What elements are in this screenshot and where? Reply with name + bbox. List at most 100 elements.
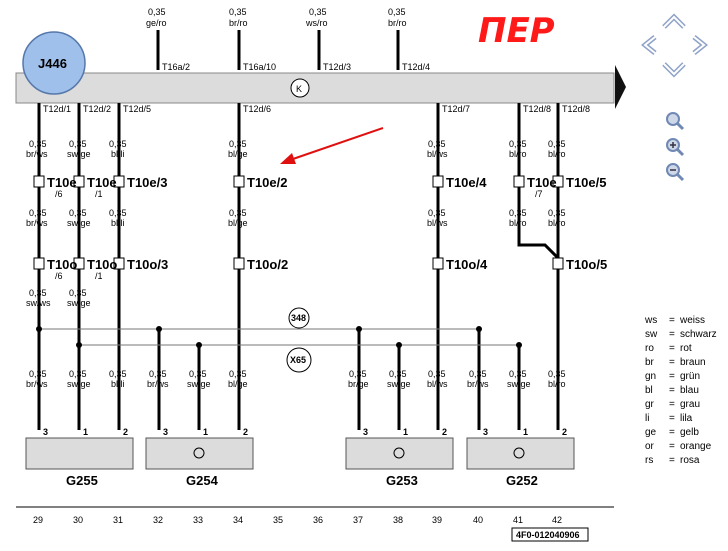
svg-text:braun: braun [680, 357, 706, 368]
svg-text:=: = [669, 371, 675, 382]
svg-text:bl/ro: bl/ro [509, 149, 527, 159]
svg-text:T10o/3: T10o/3 [127, 257, 168, 272]
svg-text:0,35: 0,35 [428, 369, 446, 379]
connector-label: T12d/4 [402, 62, 430, 72]
svg-text:0,35: 0,35 [69, 139, 87, 149]
svg-text:rs: rs [645, 455, 653, 466]
svg-text:sw/ws: sw/ws [26, 298, 51, 308]
svg-text:1: 1 [83, 427, 88, 437]
pan-left-icon[interactable] [640, 35, 657, 55]
svg-text:=: = [669, 413, 675, 424]
svg-text:ro: ro [645, 343, 654, 354]
svg-text:0,35: 0,35 [69, 369, 87, 379]
svg-text:bl/ge: bl/ge [228, 379, 248, 389]
svg-text:0,35: 0,35 [189, 369, 207, 379]
doc-id: 4F0-012040906 [516, 530, 580, 540]
svg-text:or: or [645, 441, 655, 452]
svg-text:br/ws: br/ws [147, 379, 169, 389]
pan-down-icon[interactable] [662, 62, 686, 78]
svg-text:T10e/2: T10e/2 [247, 175, 287, 190]
svg-text:bl/ro: bl/ro [548, 218, 566, 228]
svg-text:0,35: 0,35 [428, 208, 446, 218]
svg-text:41: 41 [513, 515, 523, 525]
connector-label: T16a/2 [162, 62, 190, 72]
connector-label: T12d/3 [323, 62, 351, 72]
svg-text:0,35: 0,35 [469, 369, 487, 379]
bus-label-348: 348 [291, 313, 306, 323]
svg-text:gn: gn [645, 371, 656, 382]
sensor-label: G254 [186, 473, 219, 488]
top-wire-color: br/ro [229, 18, 248, 28]
zoom-icon[interactable] [666, 112, 685, 131]
svg-text:36: 36 [313, 515, 323, 525]
svg-text:sw: sw [645, 329, 658, 340]
svg-text:=: = [669, 329, 675, 340]
svg-text:br: br [645, 357, 655, 368]
svg-text:0,35: 0,35 [29, 208, 47, 218]
sensor-pins: 3 1 2 3 1 2 3 1 2 3 1 2 [43, 427, 567, 437]
svg-text:T10e/4: T10e/4 [446, 175, 487, 190]
ecu-housing [15, 72, 615, 104]
svg-text:3: 3 [163, 427, 168, 437]
zoom-out-icon[interactable] [666, 163, 685, 182]
svg-text:0,35: 0,35 [389, 369, 407, 379]
svg-text:sw/ge: sw/ge [67, 298, 91, 308]
svg-text:=: = [669, 315, 675, 326]
plug-t10e: T10e/6 T10e/1 T10e/3 T10e/2 T10e/4 T10e/… [33, 175, 606, 199]
svg-text:br/ws: br/ws [26, 218, 48, 228]
pan-up-icon[interactable] [662, 13, 686, 29]
svg-text:gr: gr [645, 399, 655, 410]
svg-text:2: 2 [442, 427, 447, 437]
svg-text:0,35: 0,35 [229, 369, 247, 379]
svg-text:3: 3 [43, 427, 48, 437]
svg-text:34: 34 [233, 515, 243, 525]
svg-text:bl/ro: bl/ro [548, 149, 566, 159]
next-page-arrow[interactable] [615, 65, 626, 109]
ecu-bubble[interactable] [22, 31, 86, 95]
svg-text:/6: /6 [55, 189, 63, 199]
svg-text:bl/li: bl/li [111, 379, 125, 389]
svg-text:T10o: T10o [47, 257, 77, 272]
ecu-label: J446 [38, 56, 67, 71]
svg-text:29: 29 [33, 515, 43, 525]
svg-text:br/ws: br/ws [26, 149, 48, 159]
svg-text:ws: ws [644, 315, 657, 326]
top-wire-size: 0,35 [309, 7, 327, 17]
svg-text:T10o/5: T10o/5 [566, 257, 607, 272]
svg-text:T10o/2: T10o/2 [247, 257, 288, 272]
svg-text:li: li [645, 413, 649, 424]
pan-right-icon[interactable] [692, 35, 709, 55]
svg-text:bl/ws: bl/ws [427, 218, 448, 228]
svg-text:weiss: weiss [679, 315, 705, 326]
svg-text:bl/ws: bl/ws [427, 149, 448, 159]
svg-text:T12d/8: T12d/8 [523, 104, 551, 114]
svg-text:sw/ge: sw/ge [67, 218, 91, 228]
svg-text:sw/ge: sw/ge [67, 379, 91, 389]
svg-text:sw/ge: sw/ge [507, 379, 531, 389]
svg-text:sw/ge: sw/ge [67, 149, 91, 159]
svg-text:33: 33 [193, 515, 203, 525]
svg-text:2: 2 [243, 427, 248, 437]
svg-text:0,35: 0,35 [428, 139, 446, 149]
svg-text:0,35: 0,35 [229, 139, 247, 149]
svg-text:T10o/4: T10o/4 [446, 257, 488, 272]
svg-text:bl/ro: bl/ro [509, 218, 527, 228]
svg-text:32: 32 [153, 515, 163, 525]
svg-text:42: 42 [552, 515, 562, 525]
svg-text:=: = [669, 399, 675, 410]
ecu-pin-labels: T12d/1 T12d/2 T12d/5 T12d/6 T12d/7 T12d/… [43, 104, 590, 114]
svg-text:=: = [669, 357, 675, 368]
top-wire-color: br/ro [388, 18, 407, 28]
sensor-label: G253 [386, 473, 418, 488]
svg-text:rosa: rosa [680, 455, 700, 466]
top-wire-size: 0,35 [388, 7, 406, 17]
zoom-in-icon[interactable] [666, 138, 685, 157]
sensor-boxes: G255 G254 G253 G252 [25, 437, 575, 488]
svg-text:35: 35 [273, 515, 283, 525]
track-numbers: 29 30 31 32 33 34 35 36 37 38 39 40 41 4… [33, 515, 562, 525]
svg-text:0,35: 0,35 [109, 369, 127, 379]
handwritten-note: ПЕР [478, 11, 555, 51]
